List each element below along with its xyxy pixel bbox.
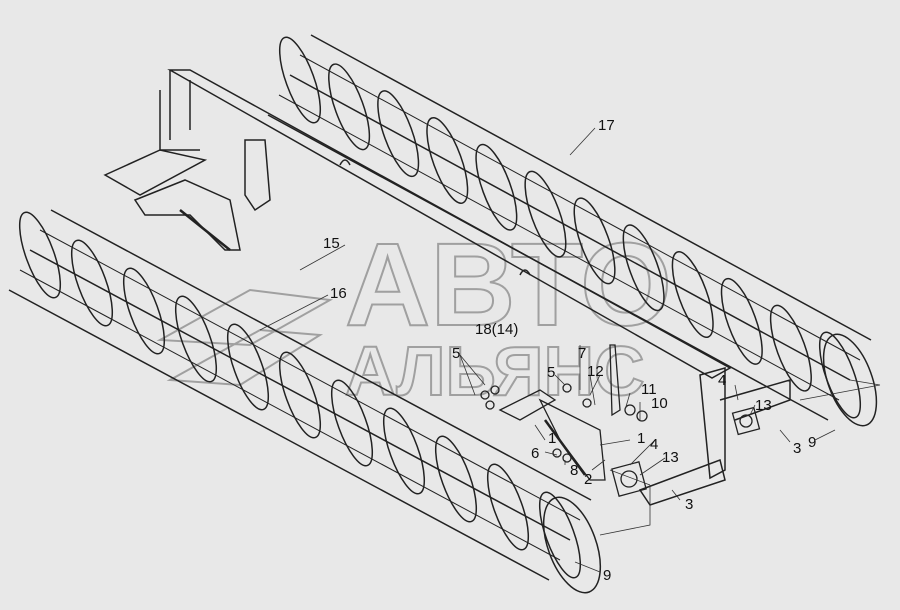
label-4-right: 4 xyxy=(718,372,727,389)
label-8: 8 xyxy=(570,462,579,479)
label-12: 12 xyxy=(587,363,604,380)
frame xyxy=(103,69,791,506)
watermark-line2: АЛЬЯНС xyxy=(345,332,645,410)
bracket-parts xyxy=(179,209,761,497)
roller-rib xyxy=(278,36,322,124)
upper-roller xyxy=(267,34,878,427)
roller-rib xyxy=(278,351,322,439)
label-1-right: 1 xyxy=(637,430,646,447)
roller-rib xyxy=(720,277,763,365)
label-13-lower: 13 xyxy=(662,449,679,466)
label-18-14: 18(14) xyxy=(475,321,519,338)
roller-rib xyxy=(174,295,218,383)
lower-roller-end-disc xyxy=(542,496,602,594)
roller-rib xyxy=(226,323,270,411)
roller-rib xyxy=(377,90,420,178)
roller-rib xyxy=(769,304,812,392)
watermark: АВТО АЛЬЯНС xyxy=(156,218,673,411)
label-11: 11 xyxy=(641,381,657,398)
roller-rib xyxy=(18,211,62,299)
label-13-right: 13 xyxy=(755,397,772,414)
label-9-right: 9 xyxy=(808,434,817,451)
label-9-lower: 9 xyxy=(603,567,612,584)
roller-rib xyxy=(573,197,616,285)
roller-rib xyxy=(475,143,518,231)
lower-roller xyxy=(8,209,602,594)
label-1-left: 1 xyxy=(548,430,557,447)
roller-rib xyxy=(434,435,478,523)
roller-rib xyxy=(70,239,114,327)
label-7: 7 xyxy=(578,345,587,362)
label-15: 15 xyxy=(323,235,340,252)
roller-rib xyxy=(122,267,166,355)
label-17: 17 xyxy=(598,117,615,134)
roller-rib xyxy=(426,116,469,204)
label-3-right: 3 xyxy=(793,440,802,457)
roller-rib xyxy=(382,407,426,495)
watermark-line1: АВТО xyxy=(345,219,672,351)
roller-rib xyxy=(330,379,374,467)
roller-rib xyxy=(622,224,665,312)
label-5-left: 5 xyxy=(452,345,461,362)
roller-rib xyxy=(486,463,530,551)
label-3-lower: 3 xyxy=(685,496,694,513)
label-5-mid: 5 xyxy=(547,364,556,381)
leader-lines xyxy=(259,127,881,573)
roller-rib xyxy=(524,170,567,258)
label-4-lower: 4 xyxy=(650,436,659,453)
label-6: 6 xyxy=(531,445,540,462)
label-10: 10 xyxy=(651,395,668,412)
upper-roller-end-disc xyxy=(822,333,878,427)
roller-rib xyxy=(671,251,714,339)
label-16: 16 xyxy=(330,285,347,302)
roller-rib xyxy=(538,491,582,579)
roller-rib xyxy=(328,63,371,151)
label-2: 2 xyxy=(584,471,593,488)
